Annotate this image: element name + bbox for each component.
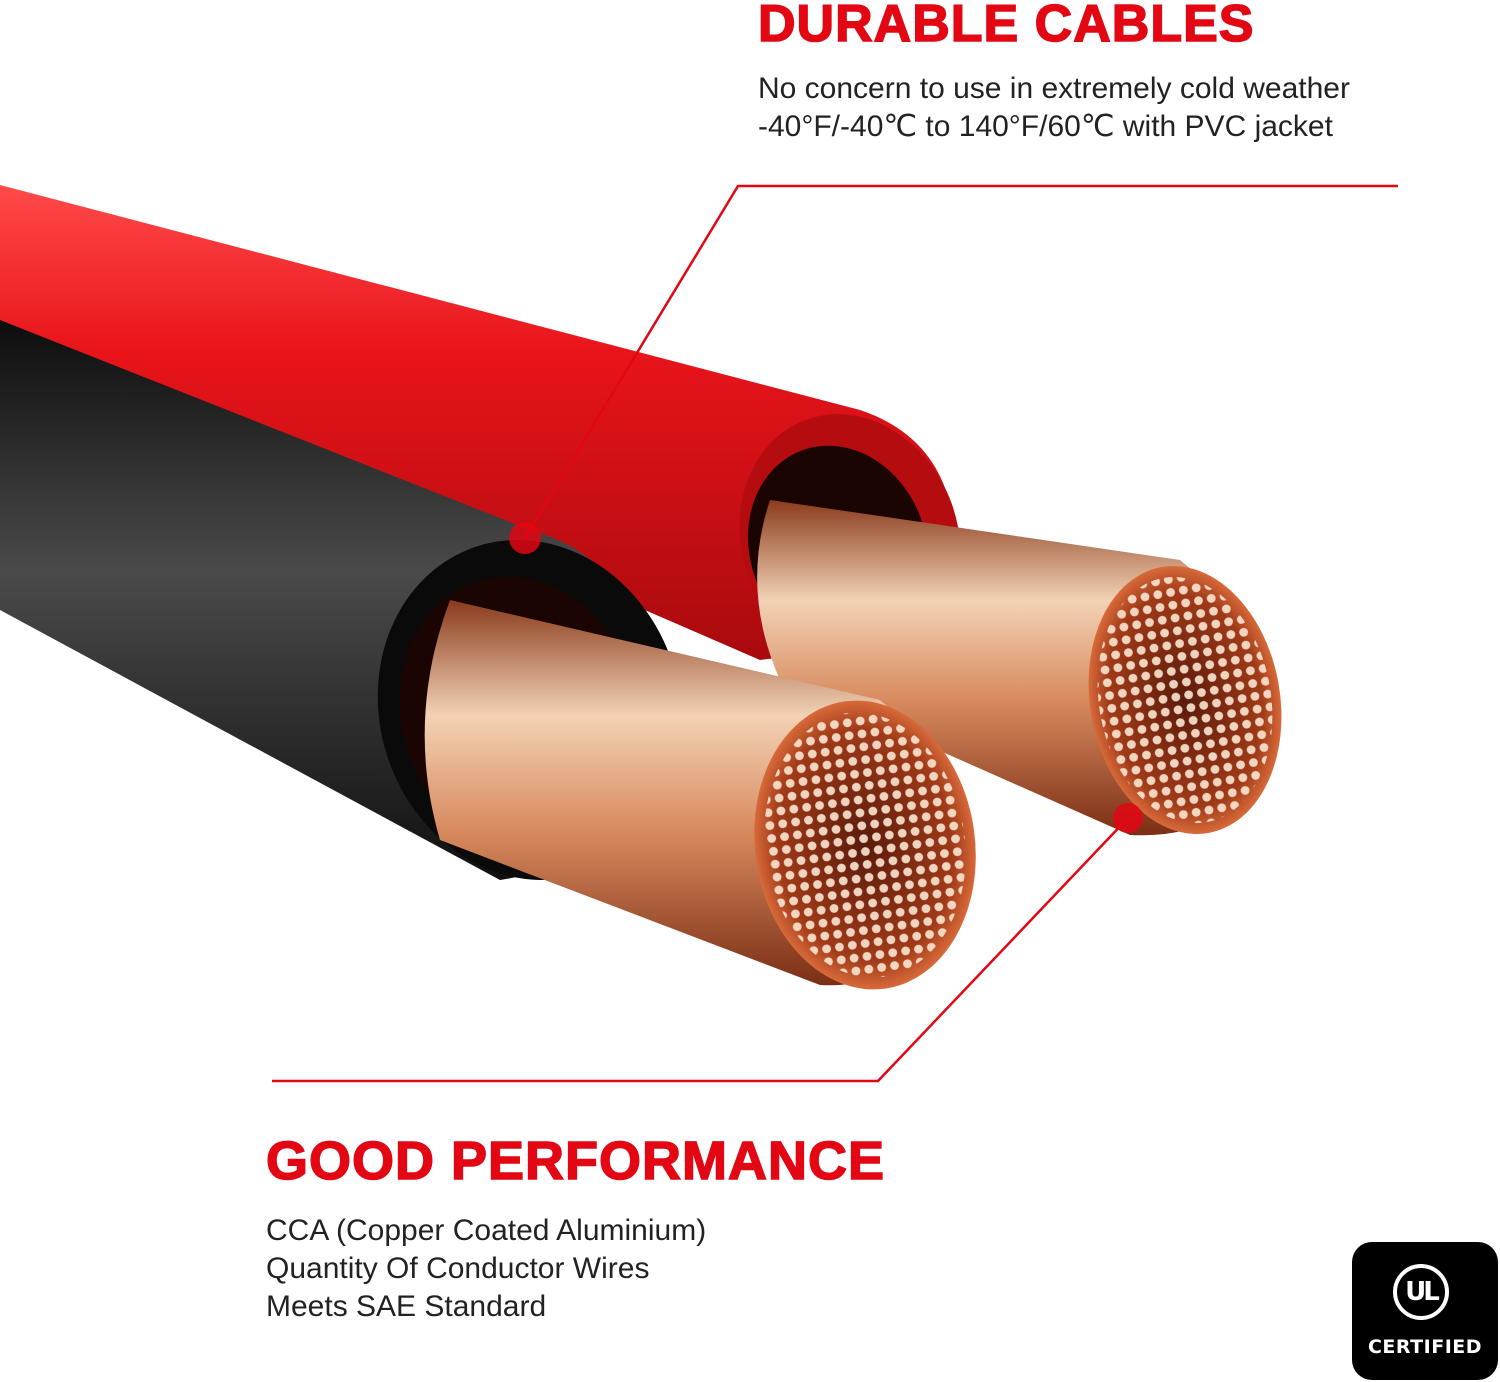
ul-certified-badge: UL CERTIFIED <box>1352 1242 1498 1380</box>
top-callout-leader-line <box>523 184 1398 539</box>
top-callout-marker-dot <box>509 522 541 554</box>
durable-cables-heading: DURABLE CABLES <box>757 0 1255 54</box>
description-line: CCA (Copper Coated Aluminium) <box>266 1214 707 1247</box>
description-line: Meets SAE Standard <box>266 1290 547 1323</box>
description-line: No concern to use in extremely cold weat… <box>758 72 1350 105</box>
certified-label: CERTIFIED <box>1367 1336 1483 1358</box>
good-performance-heading: GOOD PERFORMANCE <box>265 1130 886 1192</box>
red-cable-jacket <box>0 185 955 660</box>
bottom-callout-leader-line <box>272 817 1129 1083</box>
durable-cables-description: No concern to use in extremely cold weat… <box>758 70 1350 146</box>
ul-certified-icon: UL <box>1393 1264 1449 1320</box>
ul-logo-letters: UL <box>1405 1277 1440 1307</box>
bottom-callout-marker-dot <box>1113 803 1143 833</box>
good-performance-description: CCA (Copper Coated Aluminium) Quantity O… <box>266 1212 706 1326</box>
description-line: -40°F/-40℃ to 140°F/60℃ with PVC jacket <box>758 110 1333 143</box>
description-line: Quantity Of Conductor Wires <box>266 1252 650 1285</box>
